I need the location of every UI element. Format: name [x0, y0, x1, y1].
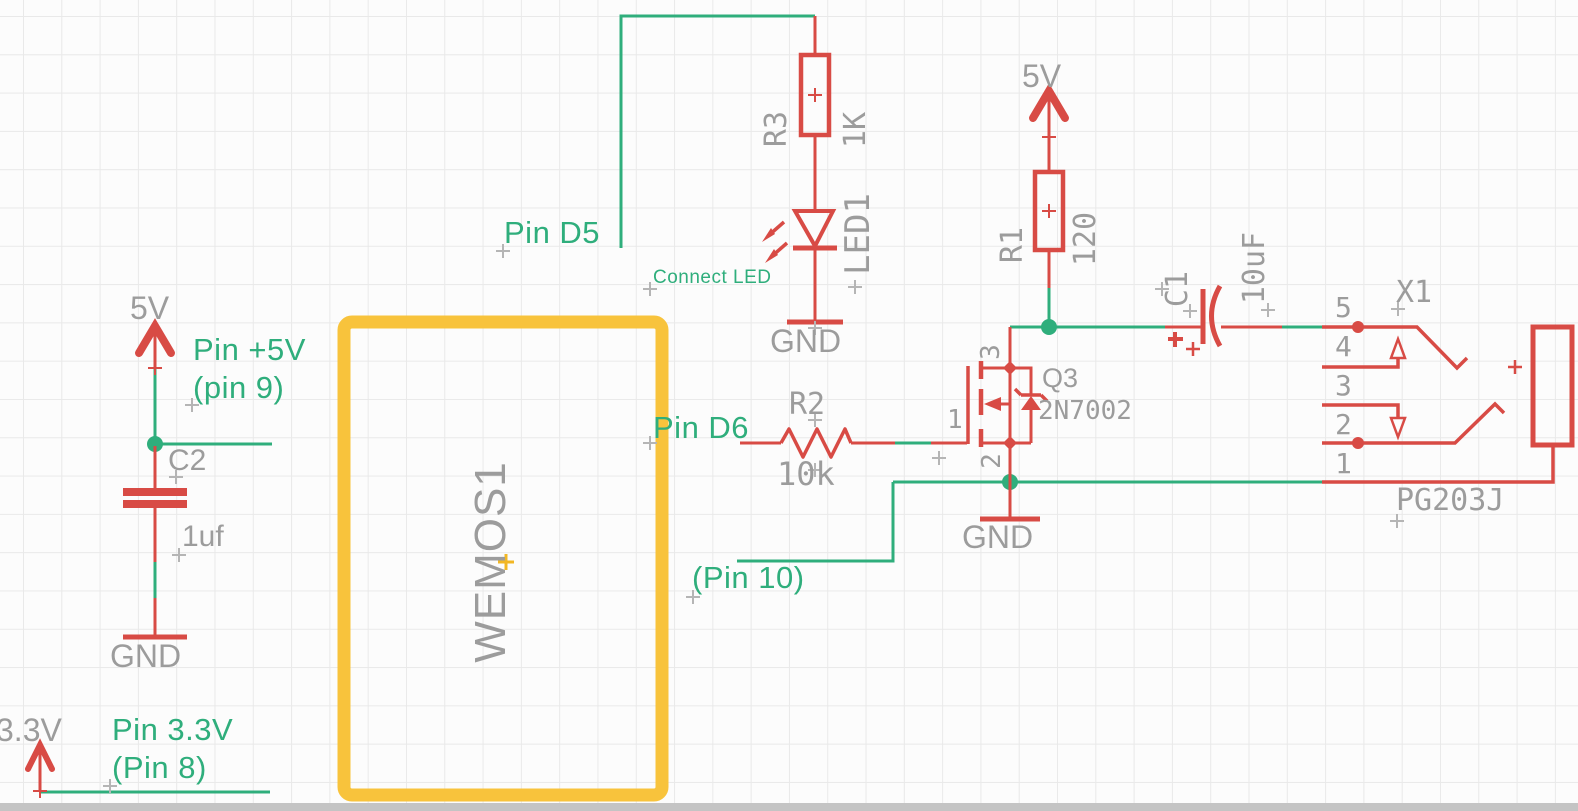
net-drain-node[interactable]	[1010, 288, 1165, 329]
r1-value[interactable]: 120	[1068, 211, 1103, 267]
component-x1[interactable]	[1322, 321, 1575, 484]
component-r3[interactable]	[798, 16, 832, 209]
power-symbols[interactable]	[25, 83, 1069, 798]
supply-5v-right[interactable]	[1029, 83, 1069, 172]
gnd-label-q3[interactable]: GND	[962, 519, 1034, 555]
net-pin-d5[interactable]	[619, 14, 815, 248]
net-label-pin9[interactable]: (pin 9)	[193, 370, 285, 405]
component-r2[interactable]	[740, 427, 967, 459]
x1-pin3-number: 3	[1335, 369, 1352, 402]
component-wemos1[interactable]	[337, 315, 669, 802]
wemos-origin-cross	[498, 554, 514, 570]
x1-value[interactable]: PG203J	[1396, 483, 1505, 518]
net-label-pin10[interactable]: (Pin 10)	[692, 560, 805, 595]
q3-refdes[interactable]: Q3	[1042, 363, 1079, 393]
supply-5v-left[interactable]	[135, 318, 175, 375]
supply-3v3[interactable]	[25, 738, 55, 798]
led-triangle	[791, 209, 837, 251]
wemos-outline[interactable]	[337, 315, 669, 802]
x1-refdes[interactable]: X1	[1396, 275, 1433, 310]
junction-dot	[147, 436, 163, 452]
x1-pin1-number: 1	[1335, 447, 1352, 480]
component-c2[interactable]	[123, 446, 187, 635]
x1-pin5-number: 5	[1335, 291, 1352, 324]
net-label-pin8[interactable]: (Pin 8)	[112, 750, 207, 785]
mosfet-bulk-arrow	[984, 397, 1001, 411]
junction-dot	[1041, 319, 1057, 335]
net-label-pin-3v3[interactable]: Pin 3.3V	[112, 712, 234, 747]
power-label-3v3[interactable]: 3.3V	[0, 712, 62, 748]
power-label-5v-left[interactable]: 5V	[130, 290, 170, 326]
r3-value[interactable]: 1K	[838, 111, 873, 149]
component-c1[interactable]	[1165, 284, 1282, 348]
component-r1[interactable]	[1032, 169, 1066, 288]
q3-pin2-number: 2	[977, 453, 1007, 469]
r2-refdes[interactable]: R2	[789, 387, 826, 422]
net-label-connect-led[interactable]: Connect LED	[653, 267, 772, 288]
origin-crosses	[103, 244, 1405, 793]
q3-value[interactable]: 2N7002	[1038, 396, 1132, 426]
net-label-pin-d5[interactable]: Pin D5	[504, 215, 601, 250]
power-label-5v-right[interactable]: 5V	[1022, 58, 1062, 94]
c1-refdes[interactable]: C1	[1160, 270, 1195, 308]
net-label-pin-d6[interactable]: Pin D6	[653, 410, 750, 445]
x1-pin4-number: 4	[1335, 330, 1352, 363]
led1-refdes[interactable]: LED1	[838, 193, 878, 275]
x1-origin-cross	[1508, 360, 1522, 374]
r3-refdes[interactable]: R3	[759, 110, 794, 148]
r1-refdes[interactable]: R1	[995, 226, 1030, 264]
gnd-label-led[interactable]: GND	[770, 323, 842, 359]
c1-value[interactable]: 10uF	[1237, 231, 1272, 305]
component-led1[interactable]	[762, 209, 837, 320]
c2-value[interactable]: 1uf	[182, 520, 224, 553]
net-gnd-pin10[interactable]	[737, 480, 1322, 563]
wemos-refdes[interactable]: WEMOS1	[466, 461, 515, 663]
q3-pin1-number: 1	[947, 405, 963, 435]
component-q3[interactable]	[966, 327, 1200, 518]
net-wires[interactable]	[40, 14, 1322, 794]
c1-plus-sign	[1168, 332, 1183, 347]
q3-pin3-number: 3	[976, 344, 1006, 360]
led-emission-arrows	[762, 220, 789, 263]
canvas-bottom-edge	[0, 803, 1578, 811]
r2-value[interactable]: 10k	[777, 455, 835, 493]
net-label-pin-plus5v[interactable]: Pin +5V	[193, 332, 306, 367]
x1-pin2-number: 2	[1335, 408, 1352, 441]
q3-origin-cross	[1186, 342, 1200, 356]
gnd-label-c2[interactable]: GND	[110, 638, 182, 674]
c2-refdes[interactable]: C2	[168, 444, 207, 477]
